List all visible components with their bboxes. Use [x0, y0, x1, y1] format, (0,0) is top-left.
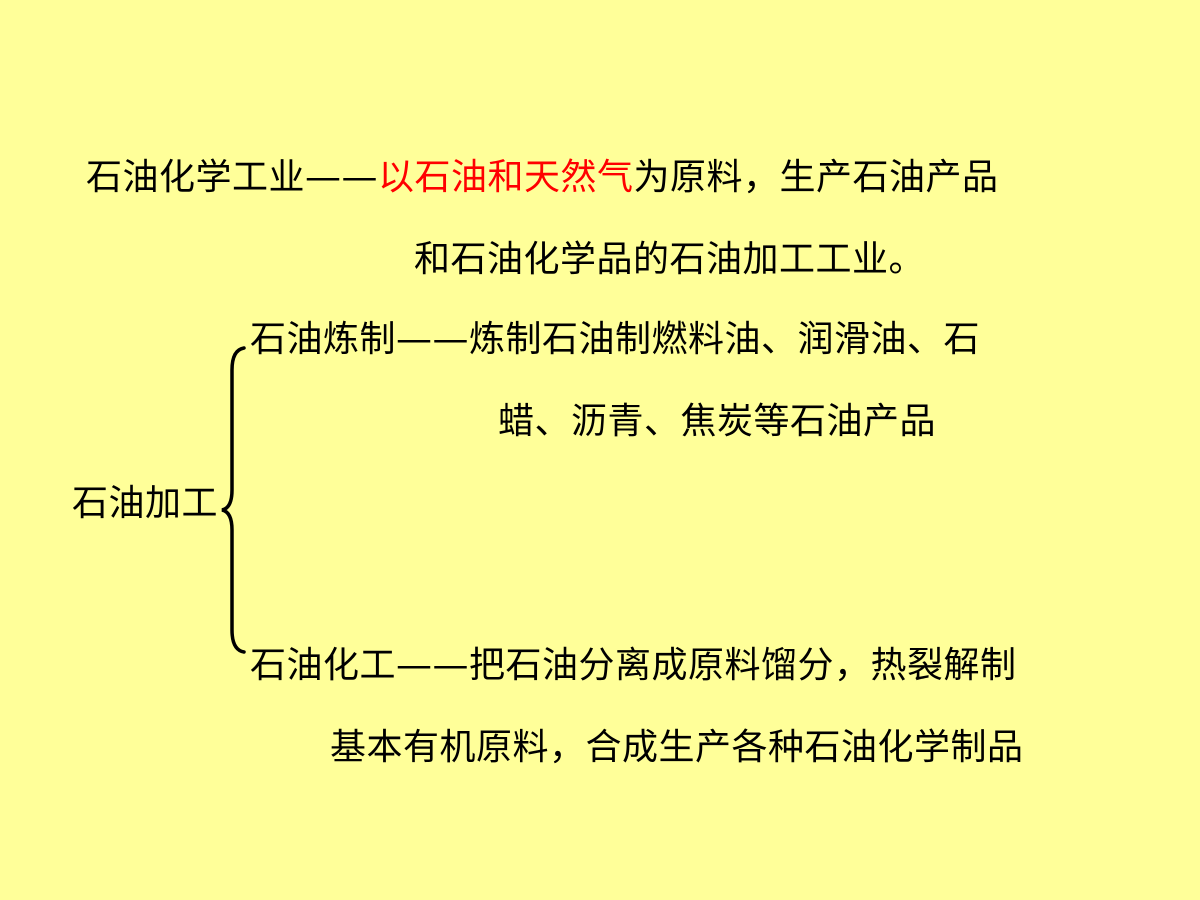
definition-term: 石油化学工业—— [86, 157, 379, 198]
refining-branch-line-2: 蜡、沥青、焦炭等石油产品 [498, 401, 937, 442]
definition-rest: 为原料，生产石油产品 [633, 157, 999, 198]
petrochemical-branch-line-2: 基本有机原料，合成生产各种石油化学制品 [330, 727, 1024, 768]
refining-branch-line-1: 石油炼制——炼制石油制燃料油、润滑油、石 [250, 319, 981, 360]
curly-brace-icon [221, 346, 246, 654]
definition-highlight: 以石油和天然气 [378, 157, 634, 198]
definition-line-1: 石油化学工业——以石油和天然气为原料，生产石油产品 [86, 156, 999, 200]
petrochemical-branch-line-1: 石油化工——把石油分离成原料馏分，热裂解制 [250, 645, 1017, 686]
definition-line-2: 和石油化学品的石油加工工业。 [414, 239, 926, 280]
tree-root-label: 石油加工 [72, 483, 219, 524]
